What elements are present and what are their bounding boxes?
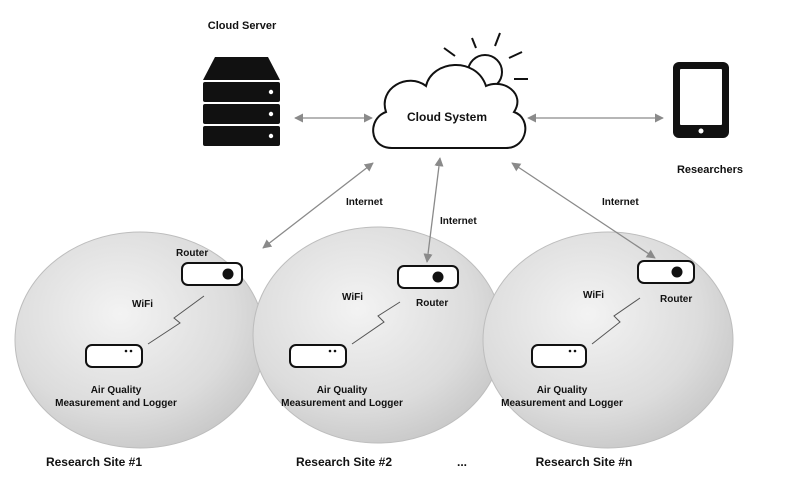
site-n-title: Research Site #n [536, 455, 633, 469]
cloud-icon [372, 64, 527, 149]
site-1-wifi-label: WiFi [132, 299, 153, 310]
site-n-device-line1: Air Quality [537, 385, 588, 396]
site-2-device-line1: Air Quality [317, 385, 368, 396]
site-n-router-label: Router [660, 294, 692, 305]
site-1-device-line1: Air Quality [91, 385, 142, 396]
site-1-title: Research Site #1 [46, 455, 142, 469]
router-icon [397, 265, 459, 289]
tablet-icon [673, 62, 729, 138]
logger-device-icon [531, 344, 587, 368]
site-2-router-label: Router [416, 298, 448, 309]
site-2-device-line2: Measurement and Logger [281, 398, 403, 409]
site-n-wifi-label: WiFi [583, 290, 604, 301]
site-1-router-label: Router [176, 248, 208, 259]
site-n-region [482, 231, 734, 449]
cloud-system-label: Cloud System [407, 110, 487, 124]
logger-device-icon [289, 344, 347, 368]
arrow-cloud-site-2 [423, 157, 444, 263]
internet-label-1: Internet [346, 197, 383, 208]
internet-label-3: Internet [602, 197, 639, 208]
internet-label-2: Internet [440, 216, 477, 227]
site-1-device-line2: Measurement and Logger [55, 398, 177, 409]
site-2-region [252, 226, 504, 444]
logger-device-icon [85, 344, 143, 368]
site-2-title: Research Site #2 [296, 455, 392, 469]
wifi-link-icon [147, 295, 205, 345]
site-n-device-line2: Measurement and Logger [501, 398, 623, 409]
arrow-cloud-site-n [511, 162, 656, 259]
server-icon [203, 57, 280, 146]
site-n: Router WiFi Air Quality Measurement and … [501, 260, 695, 409]
site-2: Router WiFi Air Quality Measurement and … [281, 265, 459, 409]
sites-ellipsis: ... [457, 455, 467, 469]
router-icon [181, 262, 243, 286]
researchers-label: Researchers [677, 164, 743, 176]
wifi-link-icon [351, 301, 401, 345]
wifi-link-icon [591, 297, 641, 345]
arrow-cloud-site-1 [262, 162, 374, 249]
site-1: Router WiFi Air Quality Measurement and … [55, 248, 243, 409]
site-2-wifi-label: WiFi [342, 292, 363, 303]
cloud-server-label: Cloud Server [208, 20, 277, 32]
router-icon [637, 260, 695, 284]
